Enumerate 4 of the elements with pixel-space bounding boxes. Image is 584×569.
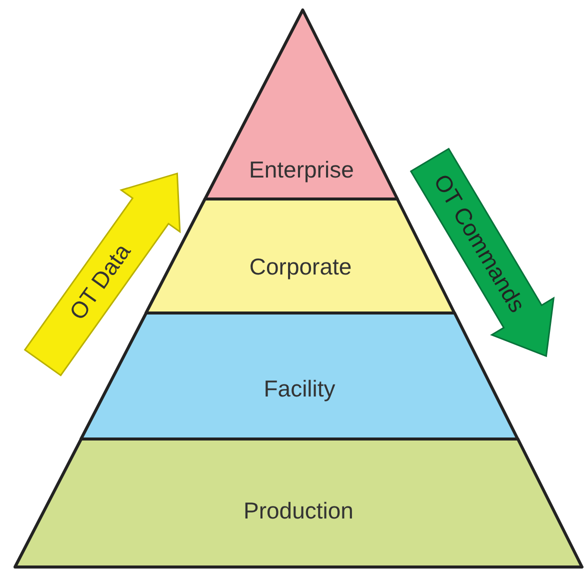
tier-label: Production — [244, 498, 354, 524]
tier-label: Corporate — [249, 254, 352, 280]
tier-label: Enterprise — [249, 156, 354, 184]
tier-label: Facility — [264, 376, 336, 402]
